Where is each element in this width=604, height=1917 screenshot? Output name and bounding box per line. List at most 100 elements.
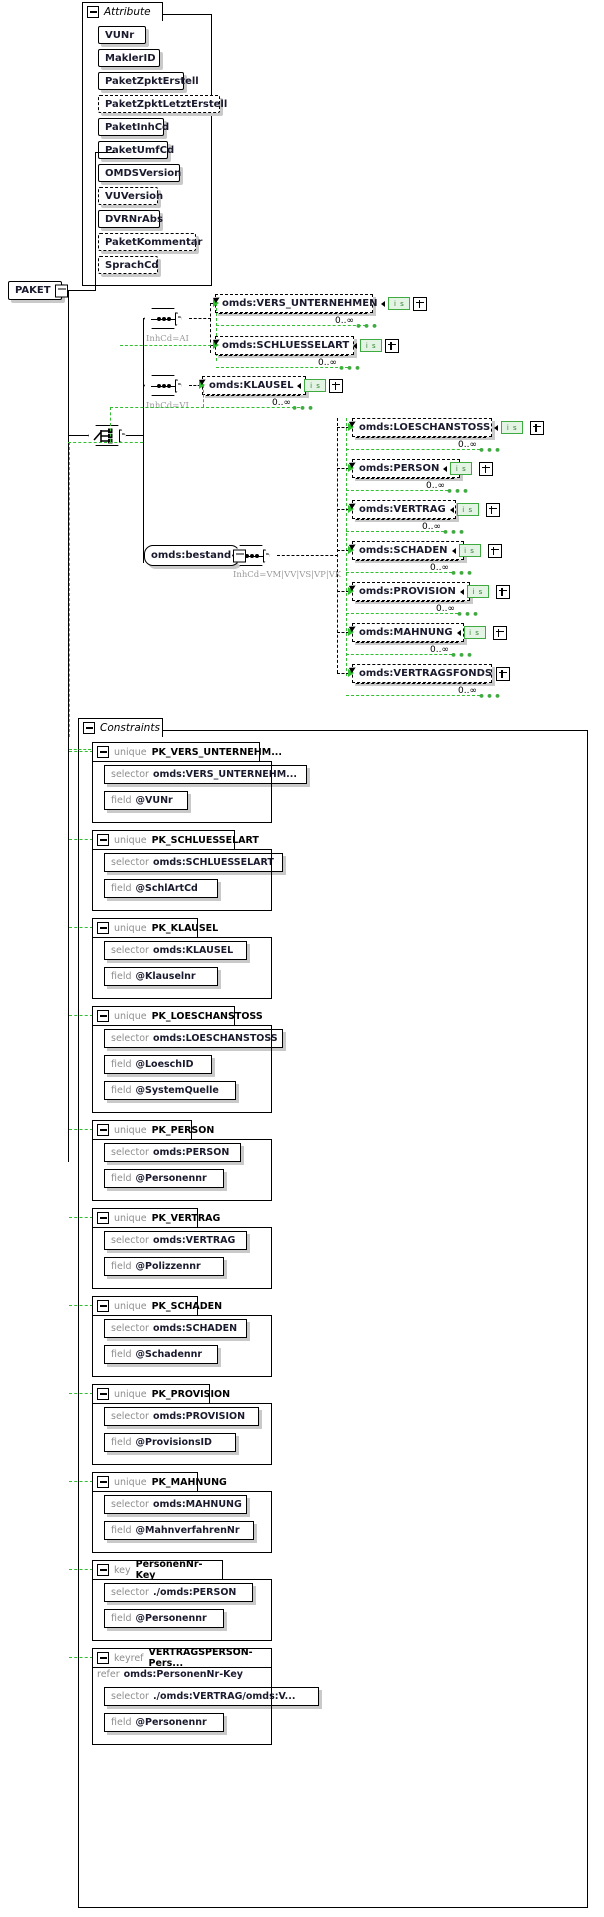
element-schluesselart[interactable]: omds:SCHLUESSELART i s xyxy=(215,336,400,355)
collapse-icon[interactable] xyxy=(97,1652,109,1664)
element-vers-unternehmen[interactable]: omds:VERS_UNTERNEHMEN i s xyxy=(215,294,428,313)
constraint-field-row[interactable]: field@SchlArtCd xyxy=(104,879,218,898)
expand-icon[interactable] xyxy=(495,584,510,599)
expand-icon[interactable] xyxy=(413,296,428,311)
expand-icon[interactable] xyxy=(487,543,502,558)
root-collapse-handle[interactable] xyxy=(55,284,68,297)
expand-icon[interactable] xyxy=(530,420,545,435)
sequence-compositor-ai[interactable] xyxy=(144,308,182,329)
green-arrow-icon xyxy=(348,505,354,513)
expand-icon[interactable] xyxy=(496,666,511,681)
attribute-paketumfcd[interactable]: PaketUmfCd xyxy=(98,141,174,159)
element-vertragsfonds[interactable]: omds:VERTRAGSFONDS xyxy=(352,664,511,683)
row-value: @Schadennr xyxy=(135,1349,203,1360)
attribute-vuversion[interactable]: VUVersion xyxy=(98,187,163,205)
attribute-vunr[interactable]: VUNr xyxy=(98,26,146,44)
row-value: omds:VERS_UNTERNEHM... xyxy=(152,769,298,780)
expand-icon[interactable] xyxy=(329,378,344,393)
constraint-field-row[interactable]: field@LoeschID xyxy=(104,1055,212,1074)
element-bestand[interactable]: omds:bestand xyxy=(144,545,246,566)
expand-icon[interactable] xyxy=(385,338,400,353)
collapse-icon[interactable] xyxy=(97,1212,109,1224)
constraint-field-row[interactable]: field@Personennr xyxy=(104,1169,224,1188)
green-arrow-icon xyxy=(348,423,354,431)
attribute-group-header[interactable]: Attribute xyxy=(82,2,163,21)
sequence-compositor-vi[interactable] xyxy=(144,375,182,396)
attribute-paketzpktletzterstell[interactable]: PaketZpktLetztErstell xyxy=(98,95,227,113)
root-element-paket[interactable]: PAKET xyxy=(8,281,68,300)
collapse-icon[interactable] xyxy=(87,6,99,18)
constraint-selector-row[interactable]: selector./omds:PERSON xyxy=(104,1583,253,1602)
expand-icon[interactable] xyxy=(485,502,500,517)
bestand-collapse-handle[interactable] xyxy=(233,549,246,562)
occurrence-dots: ••• xyxy=(338,362,363,375)
constraint-field-row[interactable]: field@VUNr xyxy=(104,791,188,810)
collapse-icon[interactable] xyxy=(97,1564,109,1576)
collapse-icon[interactable] xyxy=(97,834,109,846)
row-value: omds:LOESCHANSTOSS xyxy=(152,1033,278,1044)
attribute-paketkommentar[interactable]: PaketKommentar xyxy=(98,233,202,251)
constraint-field-row[interactable]: field@Klauselnr xyxy=(104,967,218,986)
constraints-header[interactable]: Constraints xyxy=(78,718,163,737)
constraint-field-row[interactable]: field@SystemQuelle xyxy=(104,1081,236,1100)
attribute-paketzpkterstell[interactable]: PaketZpktErstell xyxy=(98,72,199,90)
constraint-field-row[interactable]: field@Polizzennr xyxy=(104,1257,224,1276)
expand-icon[interactable] xyxy=(492,625,507,640)
collapse-icon[interactable] xyxy=(97,1010,109,1022)
collapse-icon[interactable] xyxy=(97,1388,109,1400)
bus-stub xyxy=(337,550,349,551)
constraint-field-row[interactable]: field@MahnverfahrenNr xyxy=(104,1521,254,1540)
element-klausel[interactable]: omds:KLAUSEL i s xyxy=(202,376,344,395)
attribute-omdsversion[interactable]: OMDSVersion xyxy=(98,164,181,182)
constraint-field-row[interactable]: field@Personennr xyxy=(104,1609,224,1628)
constraint-field-row[interactable]: field@Personennr xyxy=(104,1713,224,1732)
sequence-bestand-collapse-handle[interactable] xyxy=(263,549,270,562)
bus-stub xyxy=(337,673,349,674)
sequence-vi-collapse-handle[interactable] xyxy=(175,379,182,392)
collapse-icon[interactable] xyxy=(97,1300,109,1312)
attribute-maklerid[interactable]: MaklerID xyxy=(98,49,160,67)
attribute-paketinhcd[interactable]: PaketInhCd xyxy=(98,118,169,136)
collapse-icon[interactable] xyxy=(97,746,109,758)
constraint-field-row[interactable]: field@ProvisionsID xyxy=(104,1433,236,1452)
type-badge-icon: i s xyxy=(501,421,524,434)
occurrence-label: 0..∞ xyxy=(436,604,455,614)
attribute-sprachcd[interactable]: SprachCd xyxy=(98,256,159,274)
collapse-icon[interactable] xyxy=(97,1124,109,1136)
sequence-ai-collapse-handle[interactable] xyxy=(175,312,182,325)
collapse-icon[interactable] xyxy=(97,1476,109,1488)
collapse-icon[interactable] xyxy=(97,922,109,934)
ref-arrow-icon xyxy=(381,300,386,307)
expand-icon[interactable] xyxy=(479,461,494,476)
collapse-icon[interactable] xyxy=(83,722,95,734)
attribute-dvrnrabs[interactable]: DVRNrAbs xyxy=(98,210,163,228)
constraint-field-row[interactable]: field@Schadennr xyxy=(104,1345,218,1364)
constraint-selector-row[interactable]: selector./omds:VERTRAG/omds:V... xyxy=(104,1687,319,1706)
